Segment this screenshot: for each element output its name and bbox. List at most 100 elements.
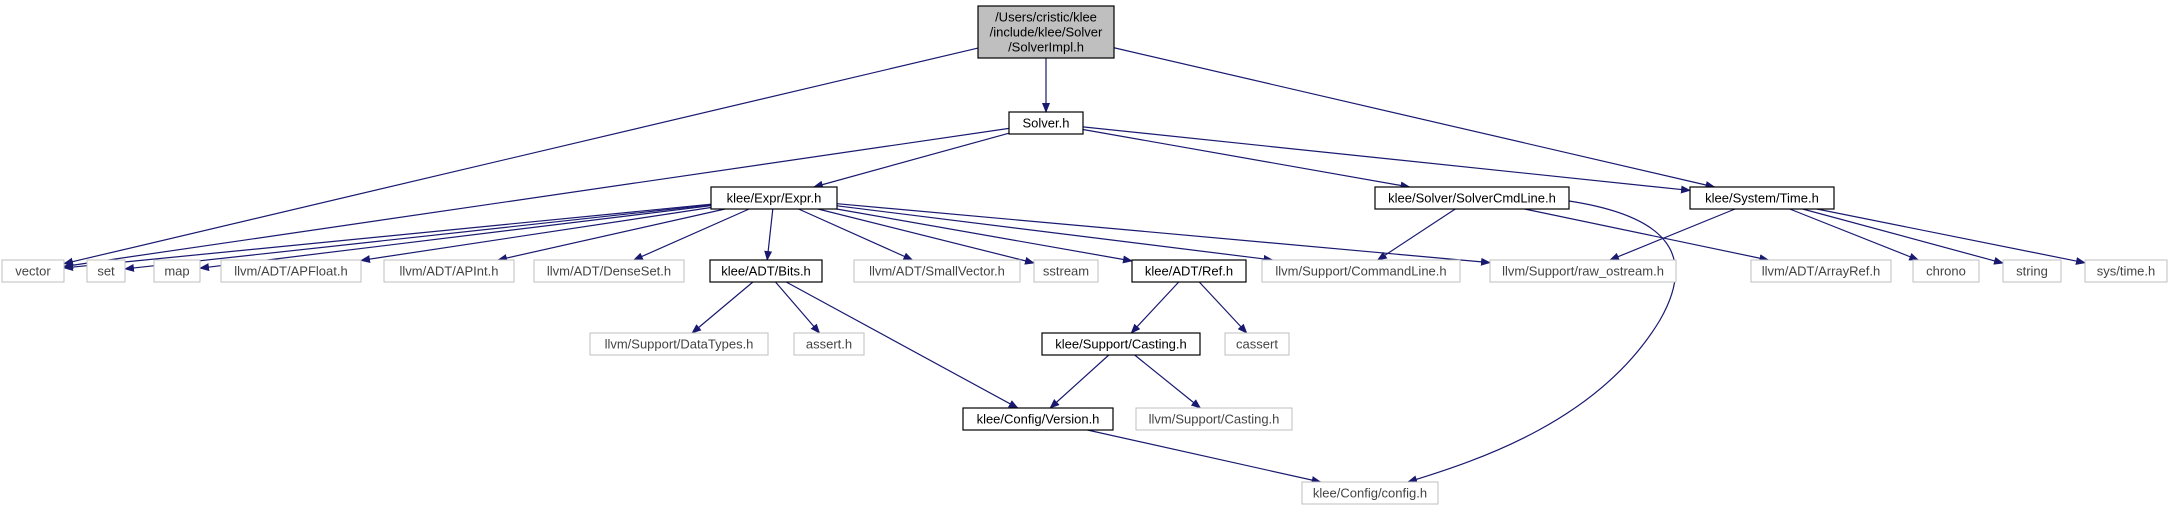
node-box — [383, 259, 515, 283]
node-label: klee/Support/Casting.h — [1055, 337, 1187, 352]
node-ref[interactable]: klee/ADT/Ref.h — [1131, 259, 1247, 283]
nodes-layer: /Users/cristic/klee/include/klee/Solver/… — [1, 5, 2168, 505]
node-apint: llvm/ADT/APInt.h — [383, 259, 515, 283]
node-solverimpl[interactable]: /Users/cristic/klee/include/klee/Solver/… — [977, 5, 1115, 59]
edge-cmdline-to-arrayref — [1524, 208, 1770, 263]
node-smallvector: llvm/ADT/SmallVector.h — [853, 259, 1021, 283]
node-asserth: assert.h — [793, 332, 865, 356]
node-box — [710, 186, 838, 210]
edge-expr-to-vector — [63, 203, 712, 272]
node-vector: vector — [1, 259, 65, 283]
edge-cmdline-to-commandline — [1376, 208, 1456, 261]
node-sstream: sstream — [1033, 259, 1099, 283]
node-label: klee/System/Time.h — [1705, 191, 1819, 206]
node-box — [1750, 259, 1892, 283]
node-label: /include/klee/Solver — [990, 25, 1103, 40]
edge-bits-to-asserth — [775, 281, 821, 334]
node-box — [793, 332, 865, 356]
node-systime: sys/time.h — [2084, 259, 2168, 283]
node-label: llvm/Support/raw_ostream.h — [1502, 264, 1664, 279]
node-box — [1489, 259, 1677, 283]
edge-solver-to-cmdline — [1082, 128, 1411, 190]
node-box — [962, 407, 1114, 431]
edge-kcasting-to-lcasting — [1134, 354, 1202, 409]
edge-time-to-systime — [1816, 208, 2086, 265]
node-label: klee/Solver/SolverCmdLine.h — [1388, 191, 1556, 206]
node-box — [1912, 259, 1980, 283]
node-label: klee/Config/config.h — [1313, 486, 1427, 501]
edge-time-to-chrono — [1789, 208, 1920, 261]
node-label: klee/Expr/Expr.h — [727, 191, 822, 206]
node-box — [2002, 259, 2062, 283]
node-box — [589, 332, 769, 356]
node-box — [709, 259, 823, 283]
edge-expr-to-rawostream — [836, 203, 1491, 266]
node-rawostream: llvm/Support/raw_ostream.h — [1489, 259, 1677, 283]
node-box — [2084, 259, 2168, 283]
node-box — [1008, 111, 1084, 135]
edges-layer — [63, 47, 2086, 484]
edge-version-to-config — [1087, 429, 1322, 484]
node-label: Solver.h — [1023, 116, 1070, 131]
edge-ref-to-kcasting — [1130, 281, 1180, 334]
node-string: string — [2002, 259, 2062, 283]
node-label: llvm/ADT/ArrayRef.h — [1762, 264, 1880, 279]
edge-expr-to-apfloat — [360, 206, 712, 264]
node-box — [533, 259, 685, 283]
node-datatypes: llvm/Support/DataTypes.h — [589, 332, 769, 356]
node-box — [1261, 259, 1461, 283]
node-label: llvm/ADT/DenseSet.h — [547, 264, 671, 279]
node-time[interactable]: klee/System/Time.h — [1689, 186, 1835, 210]
node-label: klee/ADT/Ref.h — [1145, 264, 1233, 279]
node-set: set — [86, 259, 126, 283]
node-label: sys/time.h — [2097, 264, 2156, 279]
node-label: llvm/ADT/APInt.h — [400, 264, 499, 279]
edge-time-to-string — [1802, 208, 2004, 265]
node-box — [977, 5, 1115, 59]
node-box — [1, 259, 65, 283]
node-expr[interactable]: klee/Expr/Expr.h — [710, 186, 838, 210]
node-box — [86, 259, 126, 283]
node-box — [1224, 332, 1290, 356]
node-kcasting[interactable]: klee/Support/Casting.h — [1041, 332, 1201, 356]
edge-solverimpl-to-time — [1113, 47, 1716, 189]
node-chrono: chrono — [1912, 259, 1980, 283]
node-label: /Users/cristic/klee — [995, 10, 1097, 25]
node-apfloat: llvm/ADT/APFloat.h — [220, 259, 362, 283]
edge-bits-to-version — [785, 281, 1019, 409]
node-cmdline[interactable]: klee/Solver/SolverCmdLine.h — [1374, 186, 1570, 210]
edge-expr-to-apint — [496, 208, 726, 262]
node-label: string — [2016, 264, 2048, 279]
edge-solver-to-time — [1082, 126, 1691, 194]
edge-expr-to-denseset — [632, 208, 750, 261]
node-box — [853, 259, 1021, 283]
node-config: klee/Config/config.h — [1301, 481, 1439, 505]
node-label: chrono — [1926, 264, 1966, 279]
edge-expr-to-commandline — [836, 205, 1274, 263]
node-solver[interactable]: Solver.h — [1008, 111, 1084, 135]
edge-bits-to-datatypes — [691, 281, 754, 334]
node-denseset: llvm/ADT/DenseSet.h — [533, 259, 685, 283]
node-box — [1374, 186, 1570, 210]
node-label: /SolverImpl.h — [1008, 40, 1084, 55]
edge-expr-to-map — [199, 205, 712, 272]
node-label: set — [97, 264, 115, 279]
node-label: llvm/Support/Casting.h — [1149, 412, 1280, 427]
node-version[interactable]: klee/Config/Version.h — [962, 407, 1114, 431]
edge-expr-to-ref — [836, 208, 1133, 264]
node-label: klee/ADT/Bits.h — [721, 264, 811, 279]
node-box — [1131, 259, 1247, 283]
node-label: vector — [15, 264, 51, 279]
node-label: map — [164, 264, 189, 279]
edge-time-to-rawostream — [1609, 208, 1736, 261]
edge-kcasting-to-version — [1049, 354, 1110, 409]
edge-expr-to-set — [124, 204, 712, 272]
node-label: sstream — [1043, 264, 1089, 279]
node-label: klee/Config/Version.h — [977, 412, 1100, 427]
edge-expr-to-sstream — [817, 208, 1035, 265]
node-box — [1689, 186, 1835, 210]
node-label: llvm/Support/DataTypes.h — [605, 337, 754, 352]
node-box — [153, 259, 201, 283]
edge-expr-to-smallvector — [798, 208, 914, 261]
node-bits[interactable]: klee/ADT/Bits.h — [709, 259, 823, 283]
